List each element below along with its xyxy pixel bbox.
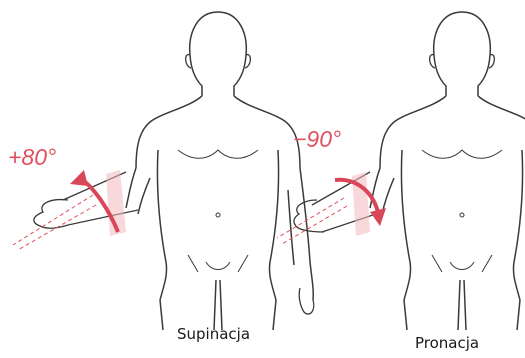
- pronation-caption: Pronacja: [415, 336, 479, 351]
- arrow-head-supination: [70, 170, 88, 186]
- supination-angle-label: +80°: [8, 146, 56, 169]
- supination-caption: Supinacja: [177, 327, 250, 342]
- figure-pronation: [277, 12, 525, 330]
- pronation-angle-label: −90°: [293, 128, 341, 151]
- figure-supination: [13, 12, 314, 330]
- arrow-head-pronation: [370, 208, 386, 226]
